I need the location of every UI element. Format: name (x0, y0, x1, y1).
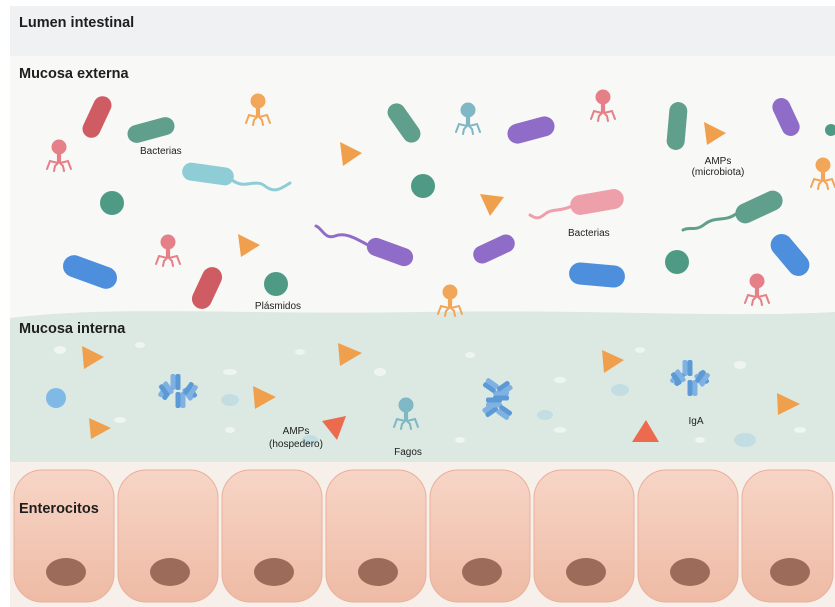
plasmid (100, 191, 124, 215)
iga-label: IgA (688, 416, 703, 427)
lumen-title: Lumen intestinal (19, 15, 134, 31)
outer-mucus-title: Mucosa externa (19, 66, 130, 82)
amp-microbiota-label-line2: (microbiota) (692, 167, 745, 178)
plasmid (411, 174, 435, 198)
phages-label: Fagos (394, 447, 422, 458)
plasmid (665, 250, 689, 274)
enterocytes-title: Enterocitos (19, 501, 99, 517)
enterocyte (534, 470, 634, 602)
inner-mucus-title: Mucosa interna (19, 321, 126, 337)
amp-host-label-line1: AMPs (283, 426, 310, 437)
enterocyte (222, 470, 322, 602)
plasmid (264, 272, 288, 296)
bacteria-label: Bacterias (568, 228, 610, 239)
bacteria-label: Bacterias (140, 146, 182, 157)
amp-host-label-line2: (hospedero) (269, 439, 323, 450)
coccus-inner (46, 388, 66, 408)
amp-microbiota-label-line1: AMPs (705, 156, 732, 167)
enterocyte (326, 470, 426, 602)
enterocyte (638, 470, 738, 602)
enterocyte (742, 470, 833, 602)
enterocyte (118, 470, 218, 602)
lumen-region (10, 6, 835, 56)
inner-mucus-region (10, 311, 835, 462)
enterocyte (430, 470, 530, 602)
enterocyte (14, 470, 114, 602)
plasmids-label: Plásmidos (255, 301, 301, 312)
enterocyte-layer (14, 470, 833, 602)
